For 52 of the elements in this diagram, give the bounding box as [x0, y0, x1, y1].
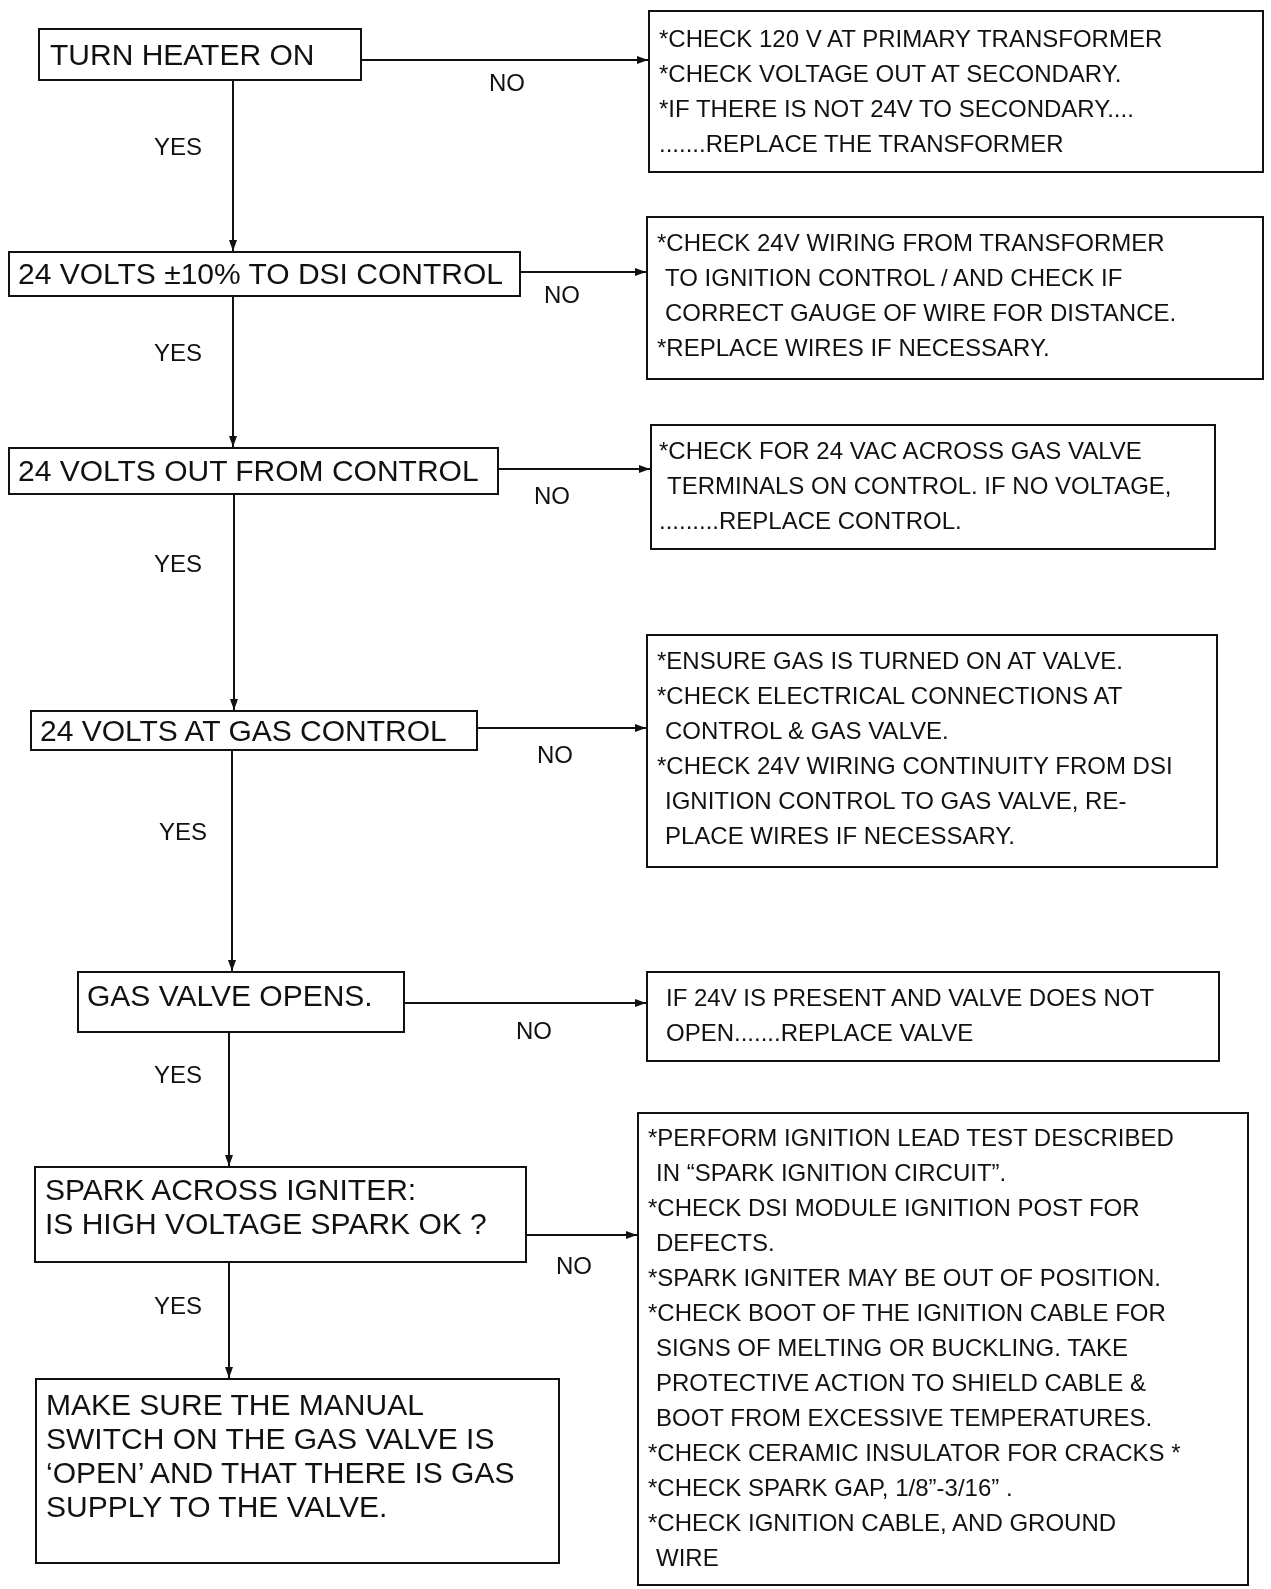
step-text: SPARK ACROSS IGNITER:: [45, 1173, 418, 1207]
action-text: *SPARK IGNITER MAY BE OUT OF POSITION.: [648, 1263, 1162, 1293]
action-text: *CHECK DSI MODULE IGNITION POST FOR DEFECTS.: [648, 1193, 1141, 1258]
step-box: [34, 1166, 527, 1263]
step-box: [77, 971, 405, 1033]
action-box: [646, 971, 1220, 1062]
step-text: 24 VOLTS AT GAS CONTROL: [40, 713, 448, 748]
action-text: *CHECK ELECTRICAL CONNECTIONS AT CONTROL & GAS VALVE.: [657, 681, 1123, 746]
step-text: 24 VOLTS ±10% TO DSI CONTROL: [18, 257, 504, 291]
arrow: [526, 1231, 638, 1239]
arrow: [477, 724, 647, 732]
action-text: .......REPLACE THE TRANSFORMER: [659, 129, 1065, 159]
step-box: [8, 447, 499, 495]
action-box: [650, 424, 1216, 550]
step-text: IS HIGH VOLTAGE SPARK OK ?: [45, 1207, 488, 1241]
action-text: *IF THERE IS NOT 24V TO SECONDARY....: [659, 94, 1135, 124]
action-text: *CHECK IGNITION CABLE, AND GROUND WIRE: [648, 1508, 1118, 1573]
action-text: *CHECK BOOT OF THE IGNITION CABLE FOR SIGNS OF MELTING OR BUCKLING. TAKE PROTECTIVE ACTION TO SHIELD CABLE & BOOT FROM EXCESSIVE TEMPERATURES.: [648, 1298, 1167, 1433]
arrow: [361, 56, 649, 64]
arrow: [225, 1032, 233, 1167]
action-box: [648, 10, 1264, 173]
action-text: *CHECK CERAMIC INSULATOR FOR CRACKS *: [648, 1438, 1182, 1468]
arrow: [228, 750, 236, 972]
action-text: *CHECK FOR 24 VAC ACROSS GAS VALVE TERMINALS ON CONTROL. IF NO VOLTAGE,: [659, 436, 1173, 501]
arrow: [229, 80, 237, 252]
arrow: [230, 494, 238, 711]
step-text: 24 VOLTS OUT FROM CONTROL: [18, 454, 480, 488]
action-text: *CHECK VOLTAGE OUT AT SECONDARY.: [659, 59, 1123, 89]
action-text: *CHECK 120 V AT PRIMARY TRANSFORMER: [659, 24, 1164, 54]
arrow: [225, 1262, 233, 1379]
action-box: [646, 634, 1218, 868]
arrow: [229, 296, 237, 448]
action-text: *PERFORM IGNITION LEAD TEST DESCRIBED IN “SPARK IGNITION CIRCUIT”.: [648, 1123, 1175, 1188]
step-box: [35, 1378, 560, 1564]
action-text: .........REPLACE CONTROL.: [659, 506, 963, 536]
action-text: *REPLACE WIRES IF NECESSARY.: [657, 333, 1051, 363]
action-box: [646, 216, 1264, 380]
step-text: GAS VALVE OPENS.: [87, 979, 374, 1013]
arrow: [404, 999, 647, 1007]
step-text: MAKE SURE THE MANUAL SWITCH ON THE GAS VALVE IS ‘OPEN’ AND THAT THERE IS GAS SUPPLY TO THE VALVE.: [46, 1388, 516, 1524]
arrow: [498, 465, 651, 473]
action-text: *CHECK 24V WIRING FROM TRANSFORMER TO IGNITION CONTROL / AND CHECK IF CORRECT GAUGE OF WIRE FOR DISTANCE.: [657, 228, 1178, 328]
step-text: TURN HEATER ON: [50, 37, 316, 72]
arrow: [520, 268, 647, 276]
action-text: *CHECK SPARK GAP, 1/8”-3/16” .: [648, 1473, 1014, 1503]
action-text: *CHECK 24V WIRING CONTINUITY FROM DSI IGNITION CONTROL TO GAS VALVE, RE- PLACE WIRES IF NECESSARY.: [657, 751, 1174, 851]
action-text: *ENSURE GAS IS TURNED ON AT VALVE.: [657, 646, 1124, 676]
step-box: [8, 251, 521, 297]
step-box: [38, 28, 362, 81]
step-box: [30, 710, 478, 751]
action-box: [637, 1112, 1249, 1586]
action-text: IF 24V IS PRESENT AND VALVE DOES NOT OPEN.......REPLACE VALVE: [666, 983, 1155, 1048]
